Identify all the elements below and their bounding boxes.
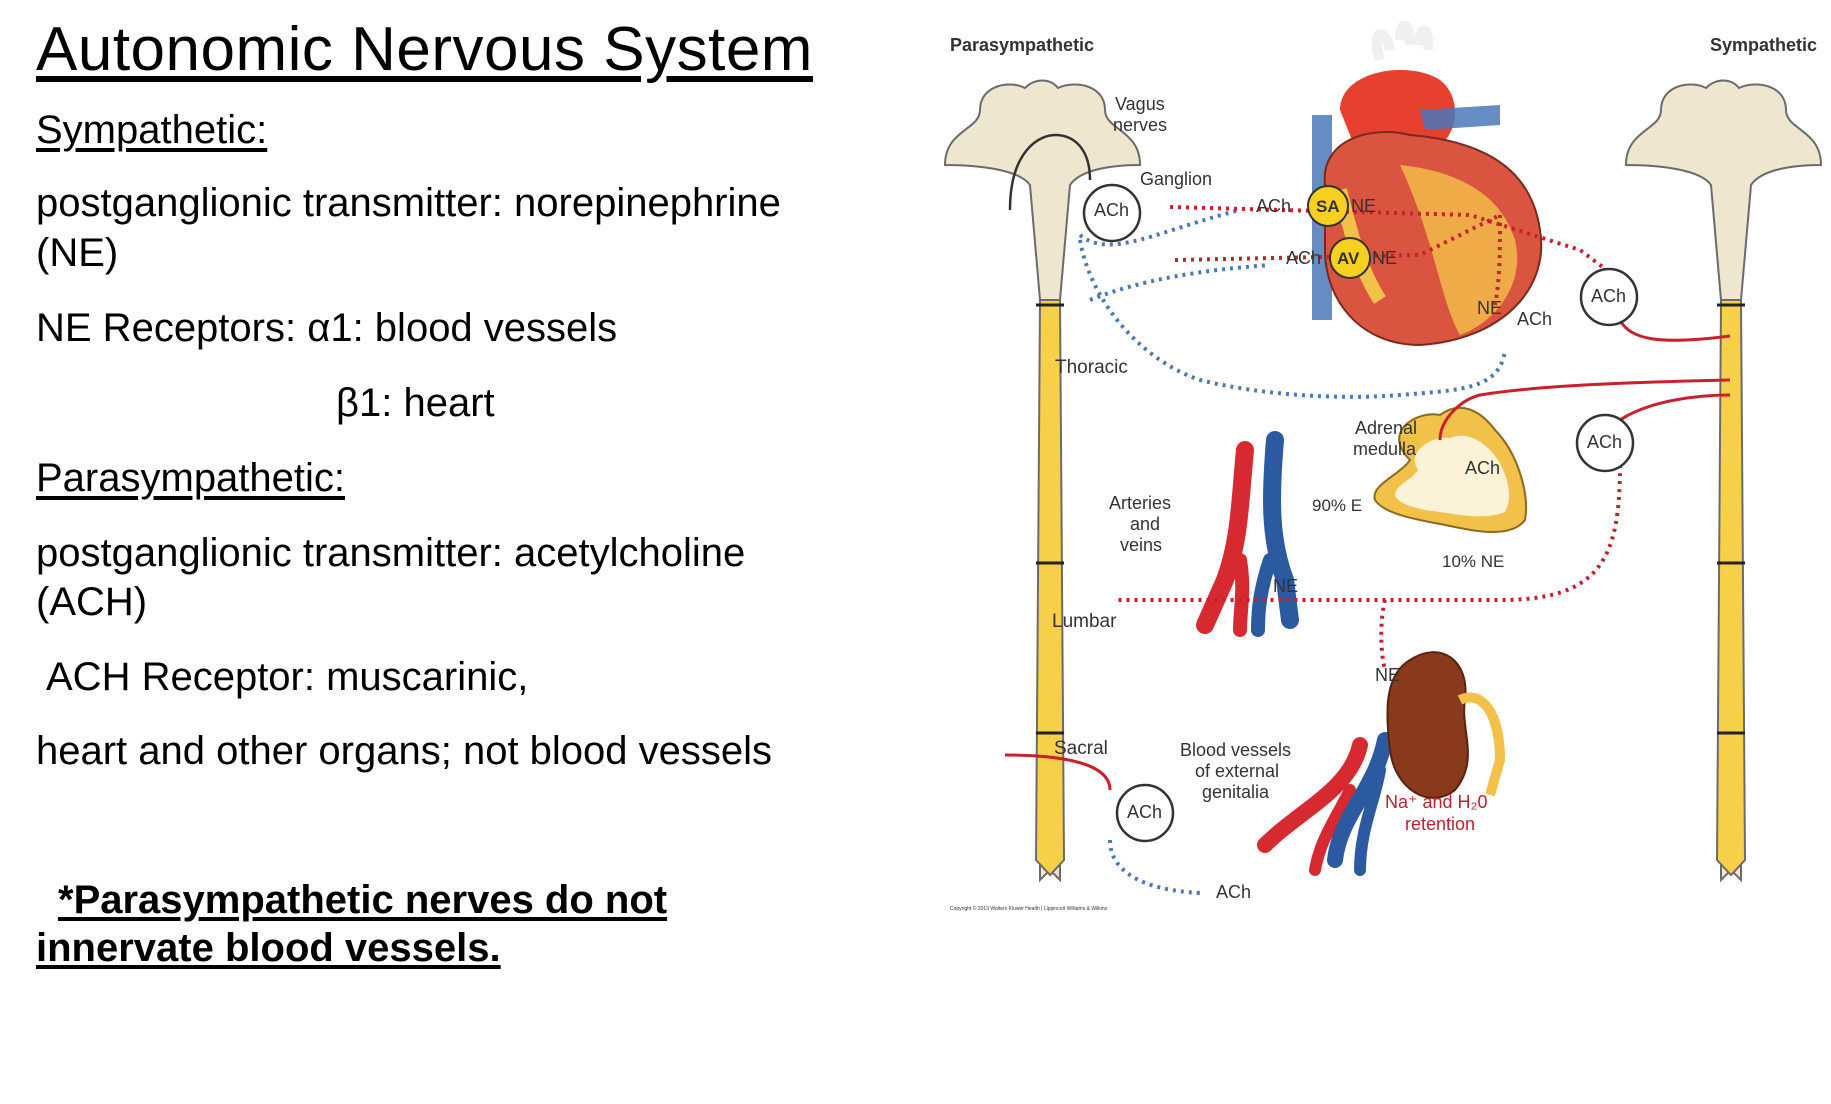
- genitalia-vessels: [1257, 732, 1393, 876]
- ne-receptors-alpha: NE Receptors: α1: blood vessels: [36, 306, 618, 350]
- symp-transmitter-line1: postganglionic transmitter: norepinephri…: [36, 181, 781, 225]
- symp-transmitter-line2: (NE): [36, 231, 119, 275]
- label-retention-1: Na⁺ and H₂0: [1385, 792, 1488, 812]
- label-90-e: 90% E: [1312, 496, 1362, 515]
- ans-diagram: Parasympathetic Sympathetic Vagus nerves…: [940, 0, 1831, 940]
- label-genitalia-3: genitalia: [1202, 782, 1270, 802]
- label-av-node: AV: [1337, 249, 1360, 268]
- label-ach-av: ACh: [1286, 248, 1321, 268]
- label-lumbar: Lumbar: [1052, 611, 1117, 632]
- label-parasympathetic: Parasympathetic: [950, 35, 1094, 55]
- sympathetic-pathways: [1115, 205, 1622, 671]
- label-ne-sa: NE: [1351, 196, 1376, 216]
- note-line1: *Parasympathetic nerves do not: [58, 878, 668, 922]
- label-arteries-2: and: [1130, 514, 1160, 534]
- label-ne-ventricle: NE: [1477, 298, 1502, 318]
- parasympathetic-note: *Parasympathetic nerves do not innervate…: [36, 876, 667, 972]
- kidney: [1386, 651, 1506, 799]
- heart-illustration: [1312, 20, 1543, 347]
- label-ach-vagus-ganglion: ACh: [1094, 200, 1129, 220]
- label-ach-sa: ACh: [1256, 196, 1291, 216]
- label-arteries-3: veins: [1120, 535, 1162, 555]
- para-transmitter-line1: postganglionic transmitter: acetylcholin…: [36, 531, 746, 575]
- label-vagus-1: Vagus: [1115, 94, 1165, 114]
- label-ne-av: NE: [1372, 248, 1397, 268]
- arteries-and-veins: [1196, 431, 1299, 637]
- label-10-ne: 10% NE: [1442, 552, 1504, 571]
- label-ach-ventricle: ACh: [1517, 309, 1552, 329]
- label-ne-kidney: NE: [1375, 665, 1400, 685]
- slide-title: Autonomic Nervous System: [36, 15, 813, 84]
- label-genitalia-2: of external: [1195, 761, 1279, 781]
- label-sympathetic: Sympathetic: [1710, 35, 1817, 55]
- para-transmitter-line2: (ACH): [36, 580, 148, 624]
- label-arteries-1: Arteries: [1109, 493, 1171, 513]
- ach-receptor: ACH Receptor: muscarinic,: [46, 655, 529, 699]
- sympathetic-spinal-cord: [1624, 79, 1823, 883]
- label-sacral: Sacral: [1054, 738, 1108, 759]
- ans-diagram-svg: Parasympathetic Sympathetic Vagus nerves…: [943, 20, 1823, 912]
- label-ach-sacral-ganglion: ACh: [1127, 802, 1162, 822]
- label-ganglion: Ganglion: [1140, 169, 1212, 189]
- sympathetic-heading: Sympathetic:: [36, 108, 268, 152]
- label-sa-node: SA: [1316, 197, 1340, 216]
- label-ach-symp-ganglion-2: ACh: [1587, 432, 1622, 452]
- label-genitalia-1: Blood vessels: [1180, 740, 1291, 760]
- label-vagus-2: nerves: [1113, 115, 1167, 135]
- label-ach-adrenal: ACh: [1465, 458, 1500, 478]
- parasympathetic-spinal-cord: [943, 79, 1142, 883]
- parasympathetic-heading: Parasympathetic:: [36, 456, 346, 500]
- copyright: Copyright © 2013 Wolters Kluwer Health |…: [950, 905, 1108, 912]
- vagus-nerve: [1008, 133, 1092, 211]
- adrenal-gland: [1373, 406, 1527, 533]
- label-adrenal-2: medulla: [1353, 439, 1417, 459]
- label-thoracic: Thoracic: [1055, 357, 1128, 378]
- label-retention-2: retention: [1405, 814, 1475, 834]
- ach-organs: heart and other organs; not blood vessel…: [36, 729, 773, 773]
- ganglion-circles: [1082, 183, 1639, 843]
- label-ach-symp-ganglion-1: ACh: [1591, 286, 1626, 306]
- parasympathetic-pathways: [1078, 208, 1507, 895]
- sympathetic-solid-pathways: [1004, 319, 1731, 791]
- label-ach-genitalia: ACh: [1216, 882, 1251, 902]
- label-ne-vessels: NE: [1273, 576, 1298, 596]
- label-adrenal-1: Adrenal: [1355, 418, 1417, 438]
- ne-receptors-beta: β1: heart: [336, 381, 495, 425]
- note-line2: innervate blood vessels.: [36, 926, 501, 970]
